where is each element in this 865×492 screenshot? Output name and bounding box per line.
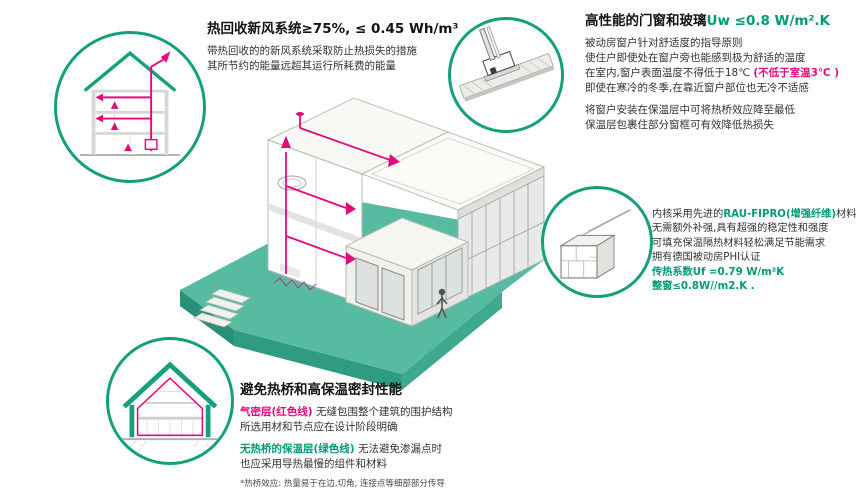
airtight-green-label: 无热桥的保温层(绿色线): [240, 442, 355, 455]
glass-door: [355, 257, 379, 311]
airtight-body-line: 也应采用导热最慢的组件和材料: [240, 457, 387, 470]
windows-temp-black: 在室内,窗户表面温度不得低于18℃: [585, 66, 754, 79]
ventilation-section-icon: [80, 51, 180, 156]
airflow-ducts: [103, 58, 166, 152]
window-detail-circle: [448, 17, 564, 133]
person-figure: [436, 288, 448, 319]
profile-intro-black: 内核采用先进的: [652, 209, 724, 220]
ventilation-title: 热回收新风系统≥75%, ≤ 0.45 Wh/m³: [207, 21, 459, 37]
flat-roof-wing: [360, 131, 546, 303]
ventilation-body-line: 其所节约的能量远超其运行所耗费的能量: [207, 60, 396, 73]
profile-callout: 内核采用先进的RAU-FIPRO(增强纤维)材料 无需额外补强,具有超强的稳定性…: [652, 208, 865, 295]
airtight-red-line: 气密层(红色线) 无缝包围整个建筑的围护结构: [240, 405, 580, 420]
duct-arrows: [281, 112, 400, 265]
red-duct-system: [273, 112, 400, 291]
insulation-detail-circle: [106, 337, 234, 465]
window-profile-icon: [559, 209, 632, 279]
windows-temp-red: (不低于室温3℃ ): [753, 66, 840, 79]
front-annex: [344, 217, 470, 327]
ventilation-callout: 热回收新风系统≥75%, ≤ 0.45 Wh/m³ 带热回收的的新风系统采取防止…: [207, 20, 517, 74]
profile-body-line: 无需额外补强,具有超强的稳定性和强度: [652, 223, 829, 235]
profile-intro-line: 内核采用先进的RAU-FIPRO(增强纤维)材料: [652, 208, 865, 222]
profile-body-line: 拥有德国被动房PHI认证: [652, 252, 761, 264]
thermal-bridge-footnote: *热桥效应: 热量易于在边,切角, 连接点等细部部分传导: [240, 478, 445, 489]
bathtub: [277, 175, 307, 191]
windows-body-line: 被动房窗户针对舒适度的指导原则: [585, 37, 743, 50]
airtight-title: 避免热桥和高保温密封性能: [240, 382, 402, 398]
airtight-red-tail: 无缝包围整个建筑的围护结构: [312, 406, 453, 419]
profile-intro-green: RAU-FIPRO(增强纤维): [723, 209, 837, 220]
windows-title-value: Uw ≤0.8 W/m².K: [706, 13, 830, 29]
glass-door: [381, 267, 405, 321]
airtight-green-tail: 无法避免渗漏点时: [354, 442, 442, 455]
house-cutaway-illustration: [180, 97, 570, 390]
profile-metric-uw: 整窗≤0.8W//m2.K .: [652, 281, 755, 293]
profile-intro-tail: 材料: [836, 209, 857, 220]
airtight-green-line: 无热桥的保温层(绿色线) 无法避免渗漏点时: [240, 442, 580, 457]
window-corner-icon: [458, 26, 555, 102]
windows-body-line: 将窗户安装在保温层中可将热桥效应降至最低: [585, 103, 795, 116]
windows-body-line: 使住户即使处在窗户旁也能感到极为舒适的温度: [585, 52, 806, 65]
ventilation-detail-circle: [54, 31, 206, 183]
windows-title-main: 高性能的门窗和玻璃: [585, 13, 707, 29]
windows-body-line: 保温层包裹住部分窗框可有效降低热损失: [585, 118, 774, 131]
kitchen-unit: [280, 263, 300, 278]
windows-temp-line: 在室内,窗户表面温度不得低于18℃ (不低于室温3℃ ): [585, 66, 863, 81]
airtight-body-line: 所选用材和节点应在设计阶段明确: [240, 421, 398, 434]
airtight-callout: 避免热桥和高保温密封性能 气密层(红色线) 无缝包围整个建筑的围护结构 所选用材…: [240, 381, 580, 490]
profile-metric-uf: 传热系数Uf =0.79 W/m²K: [652, 266, 785, 278]
airflow-arrows: [95, 51, 171, 152]
glass-facade: [457, 175, 545, 303]
insulation-layer-line: [122, 361, 218, 409]
windows-callout: 高性能的门窗和玻璃Uw ≤0.8 W/m².K 被动房窗户针对舒适度的指导原则 …: [585, 12, 863, 133]
airtight-layer-line: [136, 377, 204, 437]
ventilation-body-line: 带热回收的的新风系统采取防止热损失的措施: [207, 45, 417, 58]
airtight-red-label: 气密层(红色线): [240, 406, 313, 419]
profile-body-line: 可填充保温隔热材料轻松满足节能需求: [652, 237, 826, 249]
windows-title: 高性能的门窗和玻璃Uw ≤0.8 W/m².K: [585, 12, 863, 31]
garden-steps: [193, 288, 251, 328]
windows-body-line: 即使在寒冷的冬季,在靠近窗户部位也无冷不适感: [585, 81, 809, 94]
insulation-house-icon: [118, 361, 222, 448]
profile-detail-circle: [541, 186, 653, 298]
